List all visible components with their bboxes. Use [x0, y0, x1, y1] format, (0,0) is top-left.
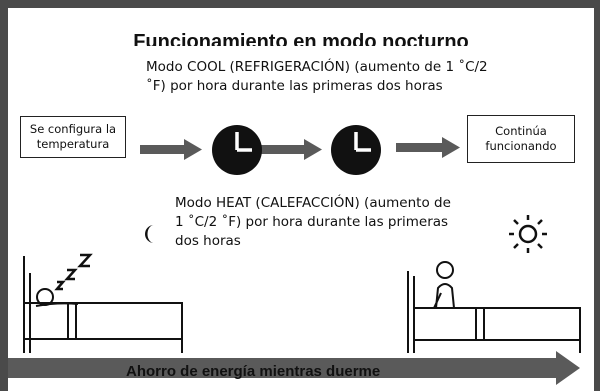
- clock-icon: [212, 125, 262, 175]
- diagram-title: Funcionamiento en modo nocturno: [133, 31, 469, 46]
- awake-person-bed: [407, 261, 581, 353]
- end-box-line-1: Continúa: [495, 124, 547, 138]
- heat-mode-description: Modo HEAT (CALEFACCIÓN) (aumento de 1 ˚C…: [175, 194, 451, 246]
- heat-mode-line-1: Modo HEAT (CALEFACCIÓN) (aumento de: [175, 195, 451, 211]
- end-box-line-2: funcionando: [485, 139, 557, 153]
- flow-arrow-2: [258, 139, 322, 160]
- moon-icon: [145, 225, 154, 243]
- flow-arrow-3: [396, 137, 460, 158]
- cool-mode-line-1: Modo COOL (REFRIGERACIÓN) (aumento de 1 …: [146, 59, 488, 75]
- end-box: Continúa funcionando: [467, 115, 575, 163]
- zzz-icon: [54, 253, 93, 291]
- flow-arrow-1: [140, 139, 202, 160]
- heat-mode-line-2: 1 ˚C/2 ˚F) por hora durante las primeras: [175, 214, 449, 230]
- start-box-line-2: temperatura: [36, 137, 110, 151]
- heat-mode-line-3: dos horas: [175, 233, 241, 246]
- diagram-graphics: [8, 125, 581, 385]
- energy-saving-banner-arrow: [8, 351, 580, 385]
- cool-mode-line-2: ˚F) por hora durante las primeras dos ho…: [146, 78, 443, 94]
- banner-label: Ahorro de energía mientras duerme: [126, 363, 381, 380]
- start-box: Se configura la temperatura: [20, 116, 126, 158]
- clock-icon: [331, 125, 381, 175]
- sleeping-person-bed: [23, 256, 183, 353]
- start-box-line-1: Se configura la: [29, 122, 117, 136]
- cool-mode-description: Modo COOL (REFRIGERACIÓN) (aumento de 1 …: [146, 58, 488, 96]
- diagram-frame: Funcionamiento en modo nocturno Modo COO…: [8, 8, 594, 391]
- sun-icon: [509, 215, 547, 253]
